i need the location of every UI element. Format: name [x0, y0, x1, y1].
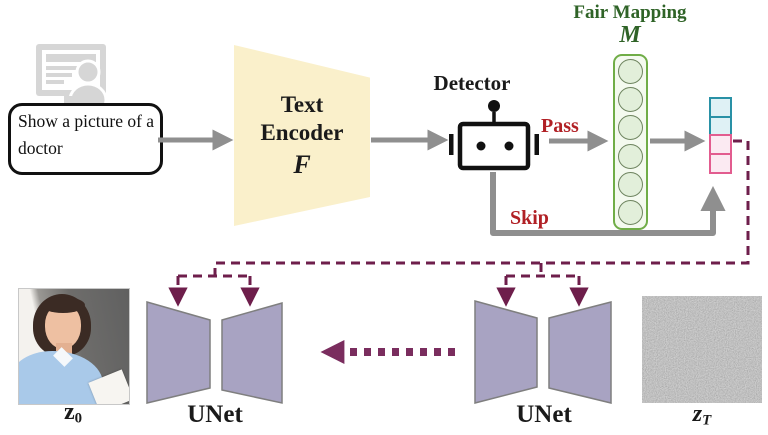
text-encoder-symbol: F — [293, 149, 311, 179]
fair-mapping-unit — [618, 87, 643, 113]
unet-left-label: UNet — [187, 401, 243, 428]
prompt-text: Show a picture of a doctor — [18, 111, 155, 159]
photo-fringe — [41, 297, 85, 313]
z0-subscript: 0 — [74, 410, 83, 427]
zT-noise-image — [642, 296, 762, 403]
skip-route-label: Skip — [510, 207, 549, 229]
fair-mapping-unit — [618, 171, 643, 197]
z0-base: z — [63, 399, 75, 425]
detector-label: Detector — [433, 71, 511, 95]
unet-right-label: UNet — [516, 401, 572, 428]
noise-texture-svg — [642, 296, 762, 403]
text-encoder-block: Text Encoder F — [234, 45, 370, 226]
zT-label: zT — [672, 401, 732, 430]
fair-mapping-label: Fair Mapping — [573, 2, 687, 23]
detector-robot-icon — [444, 96, 544, 176]
zT-base: z — [692, 401, 703, 427]
user-at-computer-icon-svg — [36, 44, 108, 112]
fair-mapping-unit — [618, 199, 643, 225]
robot-icon-svg — [449, 100, 539, 171]
unet-right-encoder-trapezoid — [474, 300, 538, 404]
fair-mapping-symbol: M — [619, 22, 641, 48]
embedding-cell-skip — [709, 152, 732, 174]
user-at-computer-icon — [34, 42, 114, 112]
z0-output-image — [18, 288, 130, 405]
fair-mapping-unit — [618, 143, 643, 169]
conditioning-branch-right-header — [506, 263, 579, 278]
prompt-bubble: Show a picture of a doctor — [8, 103, 163, 175]
fair-mapping-unit — [618, 115, 643, 141]
z0-label: z0 — [43, 399, 103, 428]
fair-mapping-block — [613, 54, 648, 230]
unet-left-encoder-trapezoid — [146, 301, 211, 404]
fair-mapping-unit — [618, 59, 643, 84]
pass-route-label: Pass — [541, 115, 579, 137]
zT-subscript: T — [702, 412, 712, 429]
embedding-stack — [709, 97, 732, 174]
text-encoder-label: Text Encoder — [260, 92, 344, 145]
unet-right-decoder-trapezoid — [548, 301, 612, 404]
unet-left-decoder-trapezoid — [221, 302, 283, 404]
